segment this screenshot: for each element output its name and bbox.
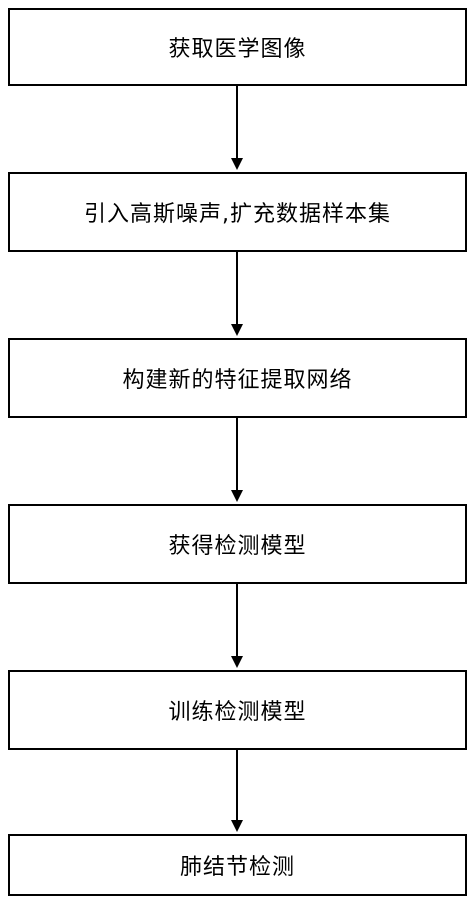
arrow-5-6 xyxy=(231,750,243,832)
step-4-label: 获得检测模型 xyxy=(168,534,307,559)
step-5-box: 训练检测模型 xyxy=(8,670,467,750)
step-4-box: 获得检测模型 xyxy=(8,504,467,584)
step-1-box: 获取医学图像 xyxy=(8,8,467,86)
step-6-box: 肺结节检测 xyxy=(8,834,467,896)
step-2-box: 引入高斯噪声,扩充数据样本集 xyxy=(8,172,467,252)
arrow-2-3 xyxy=(231,252,243,336)
step-3-box: 构建新的特征提取网络 xyxy=(8,338,467,418)
step-5-label: 训练检测模型 xyxy=(168,700,307,725)
step-6-label: 肺结节检测 xyxy=(179,855,295,880)
arrow-1-2 xyxy=(231,86,243,170)
step-3-label: 构建新的特征提取网络 xyxy=(122,368,353,393)
arrow-3-4 xyxy=(231,418,243,502)
arrow-4-5 xyxy=(231,584,243,668)
step-2-label: 引入高斯噪声,扩充数据样本集 xyxy=(84,202,391,227)
step-1-label: 获取医学图像 xyxy=(168,37,307,62)
